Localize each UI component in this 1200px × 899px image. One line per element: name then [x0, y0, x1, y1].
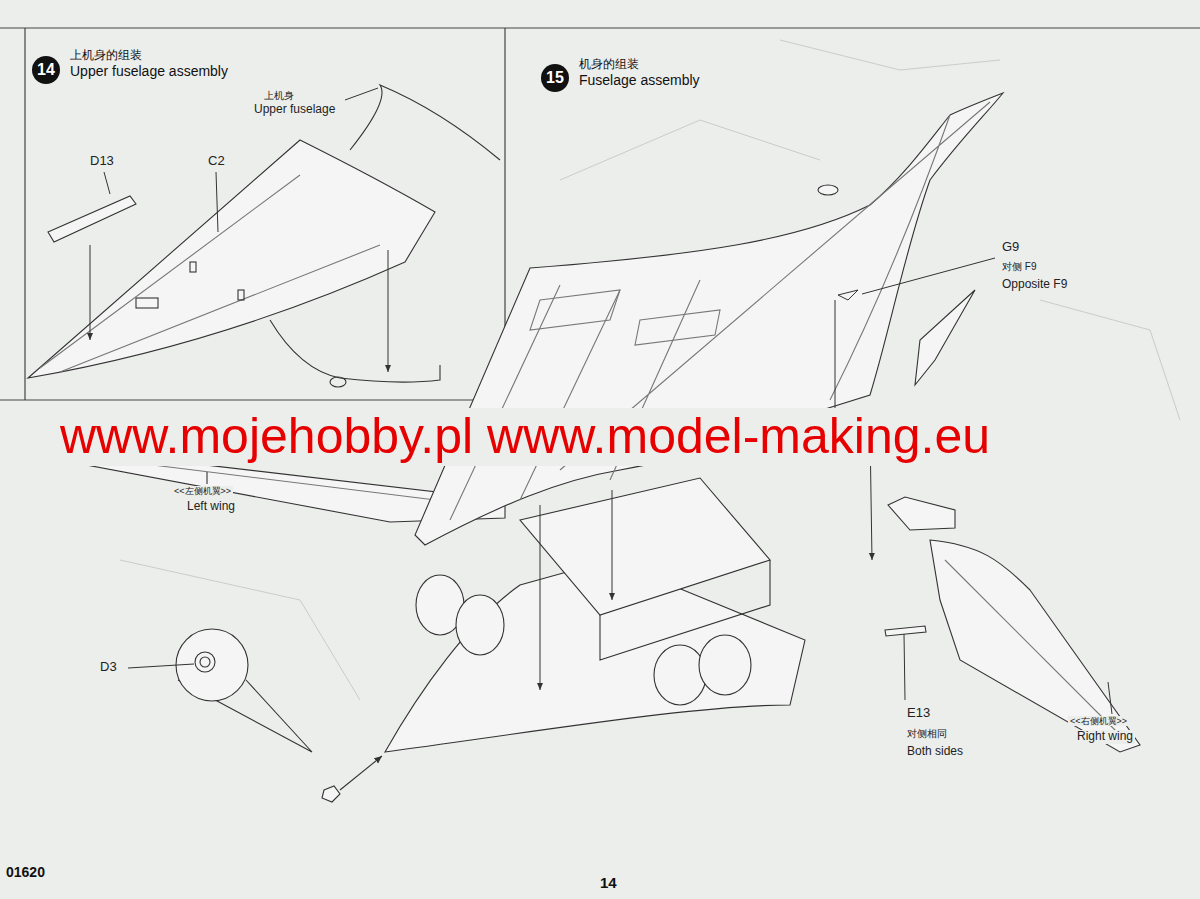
step14-parts — [28, 85, 500, 387]
upper-fuselage-part — [28, 140, 435, 378]
d3-nut — [322, 786, 340, 802]
part-name: Upper fuselage — [252, 103, 337, 117]
e13-part — [885, 626, 926, 636]
part-number: G9 — [1000, 240, 1021, 255]
assembly-arrow — [540, 505, 541, 690]
frame-line — [0, 27, 1200, 28]
hole — [330, 377, 346, 387]
step14-leaders — [90, 88, 388, 372]
assembly-arrow — [835, 300, 836, 420]
upper-fuselage-hint — [350, 85, 500, 160]
engine-nacelle — [699, 635, 751, 695]
step-heading: 机身的组装 — [577, 56, 641, 73]
step-heading: Fuselage assembly — [577, 72, 702, 88]
note-cn: 对侧相同 — [905, 728, 949, 740]
detail-circle — [176, 629, 248, 701]
note: Opposite F9 — [1000, 278, 1069, 292]
ghost-line — [780, 40, 1000, 70]
d13-part — [48, 196, 136, 242]
panel-line — [40, 175, 380, 372]
part-number: D3 — [98, 660, 119, 675]
panel-line — [945, 560, 1125, 740]
part-number: D13 — [88, 154, 116, 169]
part-name: Right wing — [1075, 730, 1135, 744]
note: Both sides — [905, 745, 965, 759]
fin-tab — [888, 497, 955, 530]
upper-wing-fuselage — [415, 93, 1003, 545]
window-hole — [238, 290, 244, 300]
assembly-arrow — [388, 250, 389, 372]
step-heading: 上机身的组装 — [68, 47, 144, 64]
part-name-cn: <<左侧机翼>> — [172, 486, 233, 496]
right-wing-root — [915, 290, 975, 385]
leader-line — [1108, 682, 1112, 714]
step15-leaders — [540, 258, 1112, 714]
cockpit-hatch — [818, 185, 838, 195]
kit-number: 01620 — [4, 864, 47, 880]
ghost-line — [1040, 300, 1180, 420]
d3-part — [195, 652, 215, 672]
leader-line — [345, 88, 378, 100]
step-number: 14上机身的组装Upper fuselage assembly — [32, 56, 60, 84]
leader-line — [216, 172, 218, 232]
part-name-cn: <<右侧机翼>> — [1068, 716, 1129, 726]
leader-line — [104, 172, 110, 194]
assembly-arrow — [340, 756, 382, 790]
g9-part — [838, 290, 858, 300]
leader-line — [904, 634, 905, 700]
note-cn: 对侧 F9 — [1000, 261, 1038, 273]
d3-part-inner — [200, 657, 210, 667]
d3-detail — [128, 629, 382, 802]
assembly-arrow — [90, 245, 91, 340]
step-number-text: 15 — [541, 64, 569, 92]
watermark: www.mojehobby.pl www.model-making.eu — [58, 408, 992, 466]
frame-line — [24, 28, 25, 400]
part-number: C2 — [206, 154, 227, 169]
part-name-cn: 上机身 — [262, 90, 296, 102]
page-number: 14 — [598, 874, 619, 891]
window-hole — [190, 262, 196, 272]
ghost-line — [120, 560, 360, 700]
hatch — [136, 298, 158, 308]
leader-line — [128, 664, 194, 668]
part-number: E13 — [905, 706, 932, 721]
step-number: 15机身的组装Fuselage assembly — [541, 64, 569, 92]
step-number-text: 14 — [32, 56, 60, 84]
step-heading: Upper fuselage assembly — [68, 63, 230, 79]
frame-line — [0, 399, 505, 400]
assembly-arrow — [612, 490, 613, 600]
leader-line — [862, 258, 995, 294]
elevon-line — [530, 290, 720, 345]
right-wing-part — [930, 540, 1140, 752]
wheel-bay-box — [520, 478, 770, 615]
engine-nacelle — [654, 645, 706, 705]
engine-nacelle — [456, 595, 504, 655]
ghost-line — [560, 120, 820, 180]
under-part-outline — [270, 320, 440, 382]
leader-line — [206, 472, 207, 484]
part-name: Left wing — [185, 500, 237, 514]
